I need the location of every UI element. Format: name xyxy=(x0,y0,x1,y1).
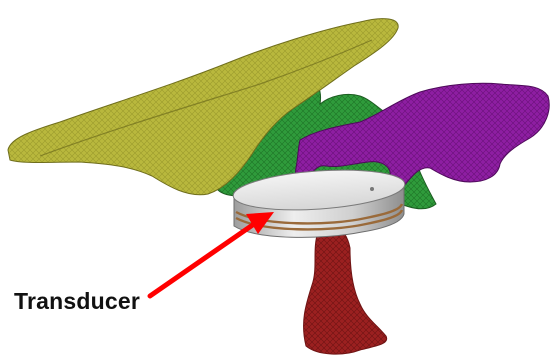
transducer-label: Transducer xyxy=(14,288,140,315)
callout-arrow xyxy=(150,212,274,296)
red-mesh-structure xyxy=(304,228,387,354)
